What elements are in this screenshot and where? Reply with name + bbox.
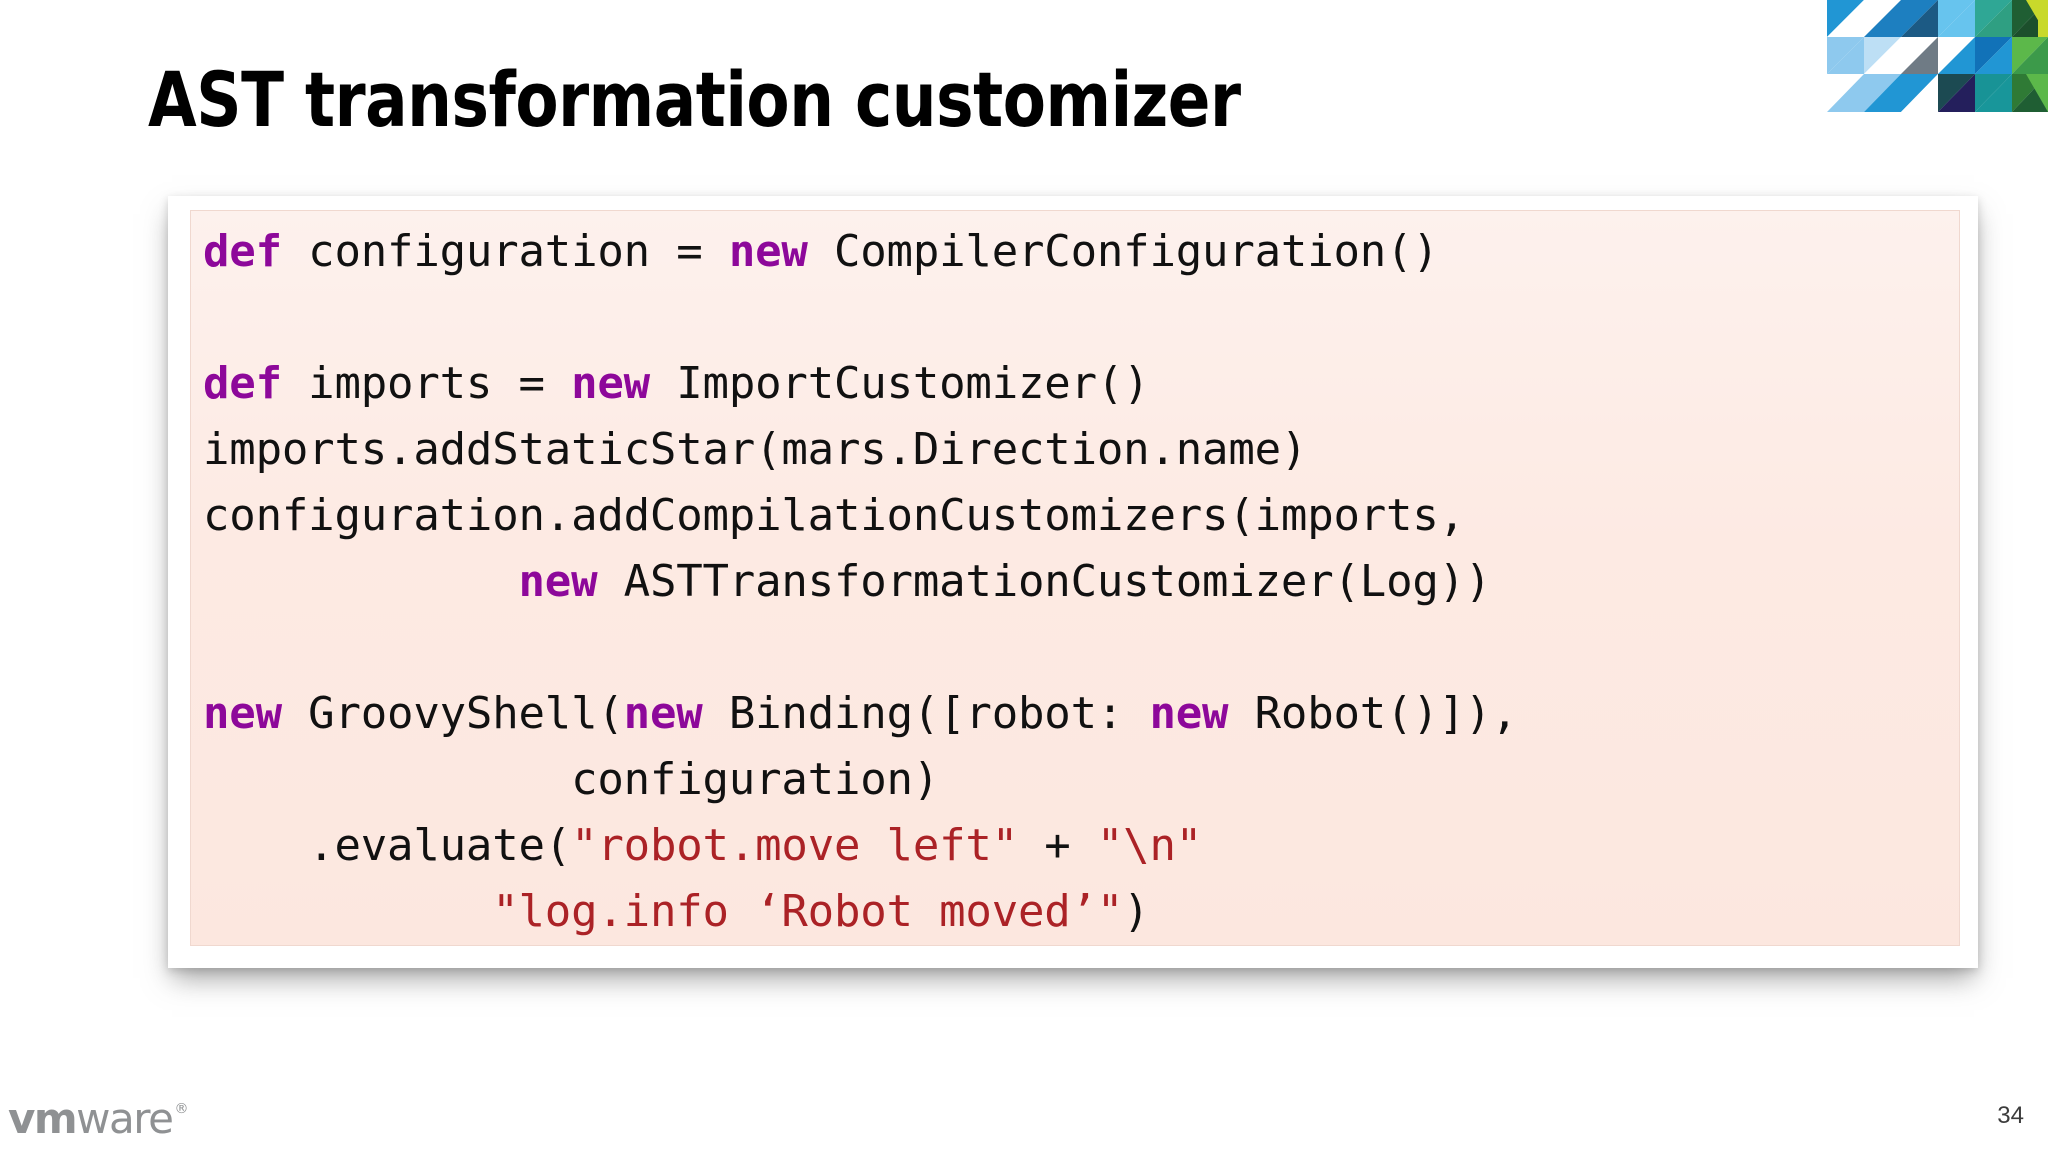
code-surface: def configuration = new CompilerConfigur… [190, 210, 1960, 946]
code-line: "log.info ‘Robot moved’") [203, 879, 1959, 945]
code-text: ImportCustomizer() [649, 358, 1150, 409]
code-string-literal: "robot.move left" [571, 820, 1019, 871]
page-number: 34 [1997, 1102, 2024, 1129]
code-string-literal: "log.info ‘Robot moved’" [492, 886, 1124, 937]
code-text [203, 886, 492, 937]
code-text: configuration.addCompilationCustomizers(… [203, 490, 1465, 541]
code-text: .evaluate( [203, 820, 572, 871]
code-text: ) [1123, 886, 1150, 937]
code-text: Robot()]), [1228, 688, 1518, 739]
code-text: imports.addStaticStar(mars.Direction.nam… [203, 424, 1308, 475]
code-keyword: new [203, 688, 282, 739]
code-line [203, 615, 1959, 681]
code-text: GroovyShell( [281, 688, 624, 739]
code-text: ASTTransformationCustomizer(Log)) [597, 556, 1492, 607]
code-keyword: new [728, 226, 808, 277]
code-line: imports.addStaticStar(mars.Direction.nam… [203, 417, 1959, 483]
code-text: Binding([robot: [702, 688, 1150, 739]
code-text: configuration) [203, 754, 940, 805]
code-line: def configuration = new CompilerConfigur… [203, 219, 1959, 285]
code-line: configuration.addCompilationCustomizers(… [203, 483, 1959, 549]
code-line [203, 285, 1959, 351]
code-keyword: new [1149, 688, 1229, 739]
code-line: new ASTTransformationCustomizer(Log)) [203, 549, 1959, 615]
code-text: + [1018, 820, 1097, 871]
code-listing: def configuration = new CompilerConfigur… [203, 219, 1959, 945]
logo-ware-text: ware [76, 1094, 174, 1143]
vmware-triangle-mosaic-logo [1790, 0, 2048, 112]
code-string-literal: "\n" [1096, 820, 1203, 871]
code-text: configuration = [281, 226, 729, 277]
mosaic-svg [1790, 0, 2048, 112]
code-line: configuration) [203, 747, 1959, 813]
code-text: CompilerConfiguration() [807, 226, 1439, 277]
code-line: .evaluate("robot.move left" + "\n" [203, 813, 1959, 879]
code-line: new GroovyShell(new Binding([robot: new … [203, 681, 1959, 747]
code-line: def imports = new ImportCustomizer() [203, 351, 1959, 417]
code-text [203, 556, 518, 607]
code-text: imports = [281, 358, 572, 409]
code-keyword: new [518, 556, 598, 607]
code-block-card: def configuration = new CompilerConfigur… [168, 196, 1978, 968]
code-keyword: new [623, 688, 703, 739]
code-keyword: def [203, 358, 282, 409]
code-keyword: new [571, 358, 650, 409]
logo-vm-text: vm [8, 1094, 78, 1143]
code-keyword: def [203, 226, 282, 277]
registered-trademark-icon: ® [174, 1101, 188, 1117]
page-title: AST transformation customizer [148, 55, 1241, 144]
